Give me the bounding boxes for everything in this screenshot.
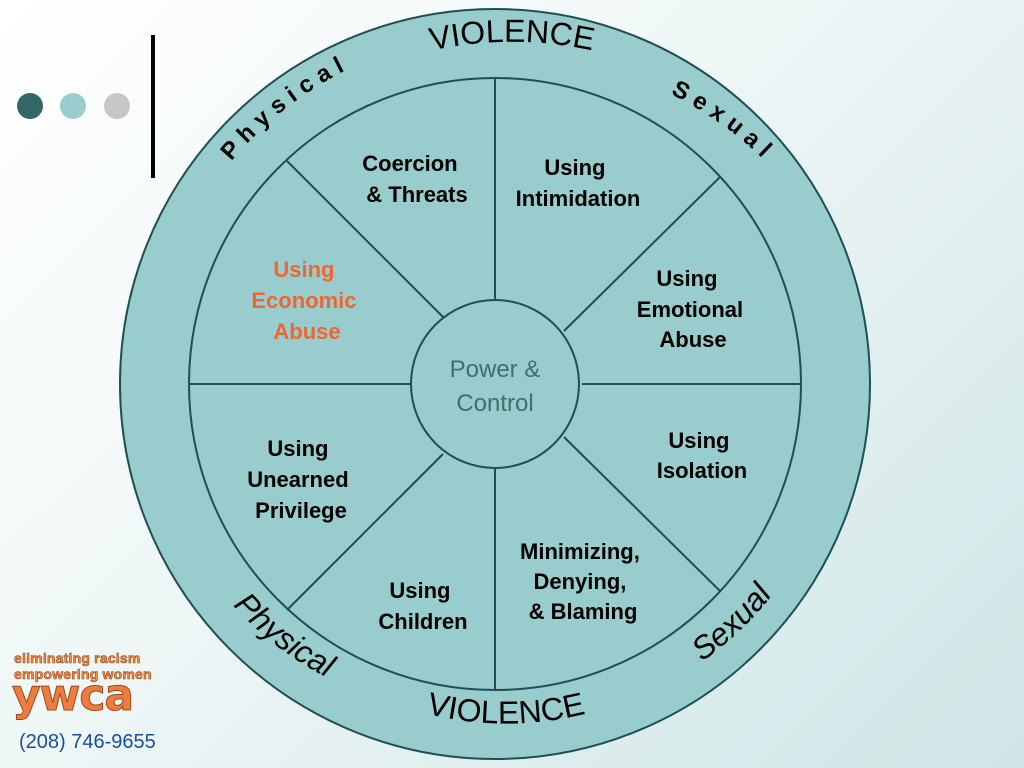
spoke-se	[563, 436, 721, 592]
dot-gray	[104, 93, 130, 119]
dot-teal	[60, 93, 86, 119]
segment-using-unearned-privilege: Using Unearned Privilege	[247, 436, 355, 523]
ywca-logo: eliminating racism empowering women ywca	[11, 650, 184, 730]
segment-using-intimidation: Using Intimidation	[516, 155, 641, 211]
segment-coercion-threats: Coercion & Threats	[362, 151, 467, 207]
decorative-vertical-line	[151, 35, 155, 178]
spoke-sw	[286, 453, 444, 611]
segment-using-emotional-abuse: Using Emotional Abuse	[637, 266, 749, 352]
logo-brand: ywca	[11, 670, 134, 721]
spoke-nw	[286, 160, 444, 318]
segment-labels: Coercion & Threats Using Intimidation Us…	[247, 151, 749, 634]
center-label-line1: Power &	[450, 356, 541, 383]
center-label-line2: Control	[456, 390, 533, 417]
spokes	[189, 78, 801, 690]
segment-using-children: Using Children	[378, 578, 467, 634]
logo-tagline-1: eliminating racism	[14, 650, 141, 667]
phone-number: (208) 746-9655	[19, 731, 156, 753]
spoke-ne	[563, 176, 721, 332]
segment-using-economic-abuse: Using Economic Abuse	[251, 257, 362, 344]
center-hub	[410, 299, 580, 469]
logo-tagline-2: empowering women	[14, 666, 152, 683]
dot-dark	[17, 93, 43, 119]
segment-using-isolation: Using Isolation	[657, 428, 747, 483]
segment-minimizing-denying-blaming: Minimizing, Denying, & Blaming	[520, 539, 646, 624]
decorative-dots	[17, 93, 137, 121]
